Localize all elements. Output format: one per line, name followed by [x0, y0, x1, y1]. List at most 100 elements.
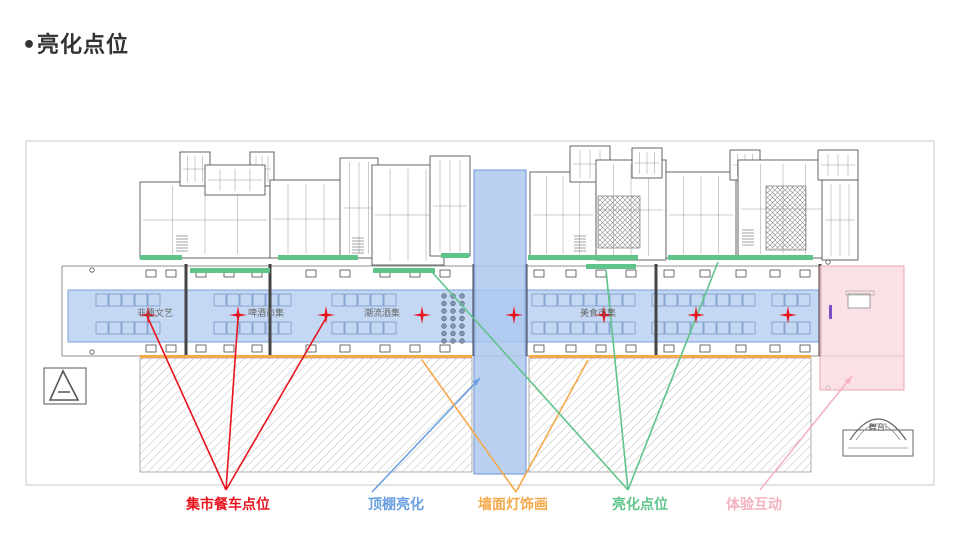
stall-box: [771, 321, 785, 335]
stall-box: [544, 321, 558, 335]
stall-box: [357, 321, 371, 335]
wall-decor-lines: [140, 355, 811, 358]
pointer-line: [627, 261, 719, 491]
seat-dot: [450, 300, 456, 307]
stall-box: [544, 293, 558, 307]
food-truck-star: [413, 306, 431, 324]
facade-symbol: [769, 344, 781, 353]
seat-dot: [459, 315, 465, 322]
pointer-line: [147, 317, 227, 491]
stall-box: [383, 293, 397, 307]
seat-dot: [459, 293, 465, 299]
experience-kiosk: [847, 293, 871, 309]
stall-box: [797, 321, 811, 335]
seat-dot: [441, 330, 447, 337]
stall-box: [213, 293, 227, 307]
stall-box: [95, 321, 109, 335]
stall-box: [121, 321, 135, 335]
stall-box: [239, 293, 253, 307]
stall-box: [239, 321, 253, 335]
experience-marker: [829, 305, 832, 319]
stall-box: [716, 293, 730, 307]
food-truck-star: [505, 306, 523, 324]
facade-symbol: [699, 344, 711, 353]
facade-symbol: [735, 344, 747, 353]
facade-symbol: [145, 344, 157, 353]
stall-box: [383, 321, 397, 335]
facade-symbol: [699, 269, 711, 278]
stall-box: [557, 321, 571, 335]
north-arrow-icon: [43, 367, 87, 405]
facade-symbol: [663, 344, 675, 353]
stall-box: [108, 293, 122, 307]
stall-box: [729, 293, 743, 307]
stall-box: [771, 293, 785, 307]
facade-symbol: [195, 344, 207, 353]
facade-symbol: [165, 269, 177, 278]
stall-box: [664, 321, 678, 335]
stall-box: [531, 321, 545, 335]
lighting-bars: [140, 253, 813, 273]
facade-symbol: [625, 269, 637, 278]
experience-zone: [819, 265, 905, 391]
pointer-lines: [147, 261, 853, 493]
facade-symbol: [799, 344, 811, 353]
boundary-marker: [89, 267, 95, 273]
stall-box: [703, 321, 717, 335]
seat-dot: [450, 308, 456, 314]
seat-dot: [450, 315, 456, 322]
legend-lighting-points: 亮化点位: [612, 497, 668, 513]
legend-wall-decor: 墙面灯饰画: [478, 497, 548, 513]
legend-food-truck: 集市餐车点位: [186, 497, 270, 513]
seat-dot: [441, 323, 447, 329]
column-post: [654, 264, 658, 356]
boundary-marker: [89, 349, 95, 355]
facade-symbol: [595, 344, 607, 353]
slide-title: •亮化点位: [22, 33, 130, 58]
seat-dot: [450, 330, 456, 337]
pointer-line: [225, 317, 327, 491]
stall-box: [651, 321, 665, 335]
seat-dot: [441, 315, 447, 322]
zone-label-3: 潮流酒集: [364, 307, 400, 319]
seat-dot: [441, 338, 447, 344]
stall-box: [213, 321, 227, 335]
pointer-line: [515, 359, 589, 493]
stall-box: [108, 321, 122, 335]
facade-symbol: [663, 269, 675, 278]
legend-canopy-lighting: 顶棚亮化: [368, 497, 424, 513]
stall-box: [703, 293, 717, 307]
stall-box: [716, 321, 730, 335]
facade-symbol: [165, 344, 177, 353]
arrow-head: [472, 378, 480, 386]
stall-box: [344, 321, 358, 335]
food-truck-star: [139, 306, 157, 324]
stall-box: [331, 293, 345, 307]
stall-box: [331, 321, 345, 335]
stall-box: [252, 321, 266, 335]
facade-symbol: [595, 269, 607, 278]
stall-box: [596, 321, 610, 335]
food-truck-markers: [139, 306, 797, 324]
facade-symbol: [409, 344, 421, 353]
stall-box: [742, 321, 756, 335]
pointer-line: [605, 269, 629, 491]
zone-label-2: 啤酒市集: [248, 307, 284, 319]
stall-box: [344, 293, 358, 307]
stall-box: [570, 293, 584, 307]
facade-symbol: [223, 344, 235, 353]
stall-box: [147, 293, 161, 307]
stall-box: [609, 321, 623, 335]
stall-box: [651, 293, 665, 307]
stall-box: [357, 293, 371, 307]
stall-box: [622, 321, 636, 335]
stall-box: [664, 293, 678, 307]
stall-box: [278, 293, 292, 307]
facade-symbol: [565, 269, 577, 278]
facade-symbol: [565, 344, 577, 353]
pointer-line: [431, 271, 629, 491]
facade-symbol: [439, 344, 451, 353]
stall-box: [784, 321, 798, 335]
food-truck-star: [229, 306, 247, 324]
